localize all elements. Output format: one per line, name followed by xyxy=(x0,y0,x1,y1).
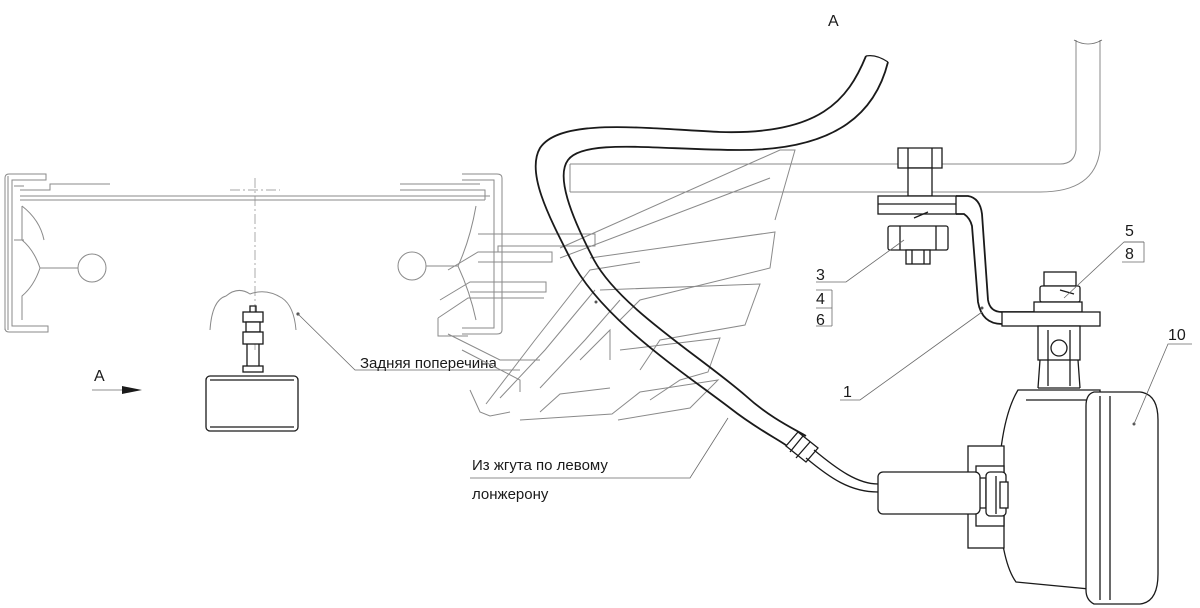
rear-crossmember-caption: Задняя поперечина xyxy=(360,355,497,372)
harness-caption-line1: Из жгута по левому xyxy=(472,457,608,474)
view-label-left: А xyxy=(94,368,105,385)
frame-rails xyxy=(437,39,1103,421)
callout-6: 6 xyxy=(816,312,825,329)
mounting-bracket xyxy=(877,147,1101,389)
harness-caption-line2: лонжерону xyxy=(472,486,549,503)
wiring-harness xyxy=(534,54,889,493)
callout-1: 1 xyxy=(843,384,852,401)
view-label-top: А xyxy=(828,13,839,30)
callout-3: 3 xyxy=(816,267,825,284)
callout-10: 10 xyxy=(1168,327,1186,344)
callout-4: 4 xyxy=(816,291,825,308)
view-arrow-left: А xyxy=(92,368,142,394)
callout-8: 8 xyxy=(1125,246,1134,263)
lamp-side-view xyxy=(877,389,1159,605)
harness-caption: Из жгута по левому лонжерону xyxy=(470,417,729,503)
crossmember-section xyxy=(4,173,520,432)
callouts: 3 4 6 5 8 1 10 xyxy=(816,223,1192,426)
callout-5: 5 xyxy=(1125,223,1134,240)
